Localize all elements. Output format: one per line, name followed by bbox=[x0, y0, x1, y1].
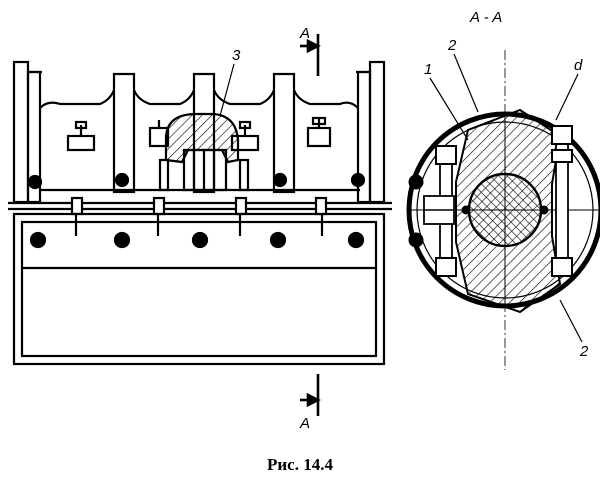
part-label-1: 1 bbox=[424, 61, 432, 78]
lower-housing bbox=[12, 212, 386, 366]
section-cut-marker-bottom bbox=[300, 374, 321, 416]
cut-label-top: A bbox=[299, 25, 310, 42]
part-label-d: d bbox=[574, 57, 583, 74]
figure-caption: Рис. 14.4 bbox=[267, 455, 333, 474]
section-view bbox=[406, 50, 600, 370]
section-title: A - A bbox=[469, 9, 502, 26]
part-label-2-top: 2 bbox=[447, 37, 457, 54]
rib bbox=[272, 72, 296, 194]
bolt bbox=[306, 116, 332, 148]
cut-label-bottom: A bbox=[299, 415, 310, 432]
bolt bbox=[66, 120, 96, 152]
clamp-part-3 bbox=[164, 112, 240, 164]
left-end-plate bbox=[12, 60, 30, 204]
rib bbox=[112, 72, 136, 194]
side-view bbox=[8, 60, 392, 366]
section-cut-marker-top bbox=[300, 34, 321, 76]
part-label-3: 3 bbox=[232, 47, 241, 64]
right-end-plate bbox=[368, 60, 386, 204]
part-label-2-bottom: 2 bbox=[579, 343, 589, 360]
